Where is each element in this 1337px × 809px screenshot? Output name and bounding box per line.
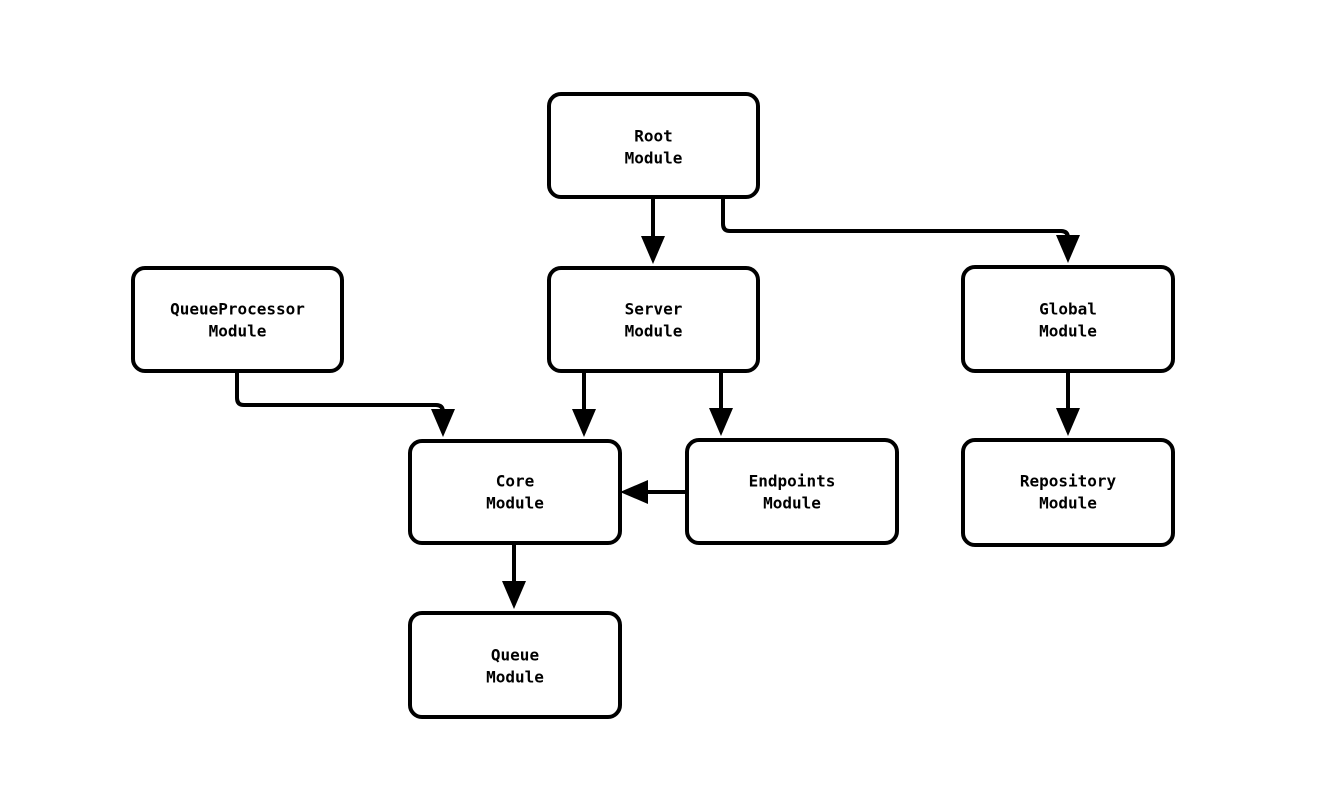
edge-core-to-queue (502, 543, 526, 609)
edge-root-to-server (641, 197, 665, 264)
node-global-module-rect[interactable] (961, 265, 1175, 373)
node-root-module-label-line1: Root (634, 127, 673, 146)
node-endpoints-module[interactable]: Endpoints Module (685, 438, 899, 545)
node-queue-module-label-line2: Module (486, 668, 544, 687)
node-root-module-label-line2: Module (625, 149, 683, 168)
edge-server-to-endpoints (709, 371, 733, 436)
node-endpoints-module-label-line1: Endpoints (749, 472, 836, 491)
node-endpoints-module-label-line2: Module (763, 494, 821, 513)
node-root-module-rect[interactable] (547, 92, 760, 199)
node-server-module-label-line1: Server (625, 300, 683, 319)
node-core-module-label-line1: Core (496, 472, 535, 491)
node-core-module-label-line2: Module (486, 494, 544, 513)
edge-queueprocessor-to-core-line (235, 371, 445, 414)
edge-endpoints-to-core (620, 480, 687, 504)
edge-server-to-endpoints-arrowhead (709, 408, 733, 436)
edge-core-to-queue-arrowhead (502, 581, 526, 609)
edge-endpoints-to-core-arrowhead (620, 480, 648, 504)
node-repository-module-label-line2: Module (1039, 494, 1097, 513)
node-core-module-rect[interactable] (408, 439, 622, 545)
node-queue-module-label-line1: Queue (491, 646, 539, 665)
node-layer: Root Module QueueProcessor Module Server… (131, 92, 1175, 719)
node-queueprocessor-module-rect[interactable] (131, 266, 344, 373)
node-server-module-rect[interactable] (547, 266, 760, 373)
edge-queueprocessor-to-core-arrowhead (431, 409, 455, 437)
edge-global-to-repository (1056, 371, 1080, 436)
edge-root-to-global-line (721, 197, 1070, 240)
edge-root-to-global (721, 197, 1080, 263)
node-core-module[interactable]: Core Module (408, 439, 622, 545)
edge-queueprocessor-to-core (235, 371, 455, 437)
node-repository-module-label-line1: Repository (1020, 472, 1117, 491)
node-repository-module-rect[interactable] (961, 438, 1175, 547)
node-global-module-label-line2: Module (1039, 322, 1097, 341)
edge-global-to-repository-arrowhead (1056, 408, 1080, 436)
node-queue-module[interactable]: Queue Module (408, 611, 622, 719)
edge-root-to-server-arrowhead (641, 236, 665, 264)
edge-server-to-core (572, 371, 596, 437)
node-queueprocessor-module-label-line1: QueueProcessor (170, 300, 305, 319)
node-queueprocessor-module[interactable]: QueueProcessor Module (131, 266, 344, 373)
node-global-module[interactable]: Global Module (961, 265, 1175, 373)
node-repository-module[interactable]: Repository Module (961, 438, 1175, 547)
node-server-module[interactable]: Server Module (547, 266, 760, 373)
node-queueprocessor-module-label-line2: Module (209, 322, 267, 341)
node-global-module-label-line1: Global (1039, 300, 1097, 319)
node-root-module[interactable]: Root Module (547, 92, 760, 199)
edge-layer (235, 197, 1080, 609)
node-endpoints-module-rect[interactable] (685, 438, 899, 545)
node-server-module-label-line2: Module (625, 322, 683, 341)
node-queue-module-rect[interactable] (408, 611, 622, 719)
edge-server-to-core-arrowhead (572, 409, 596, 437)
edge-root-to-global-arrowhead (1056, 235, 1080, 263)
